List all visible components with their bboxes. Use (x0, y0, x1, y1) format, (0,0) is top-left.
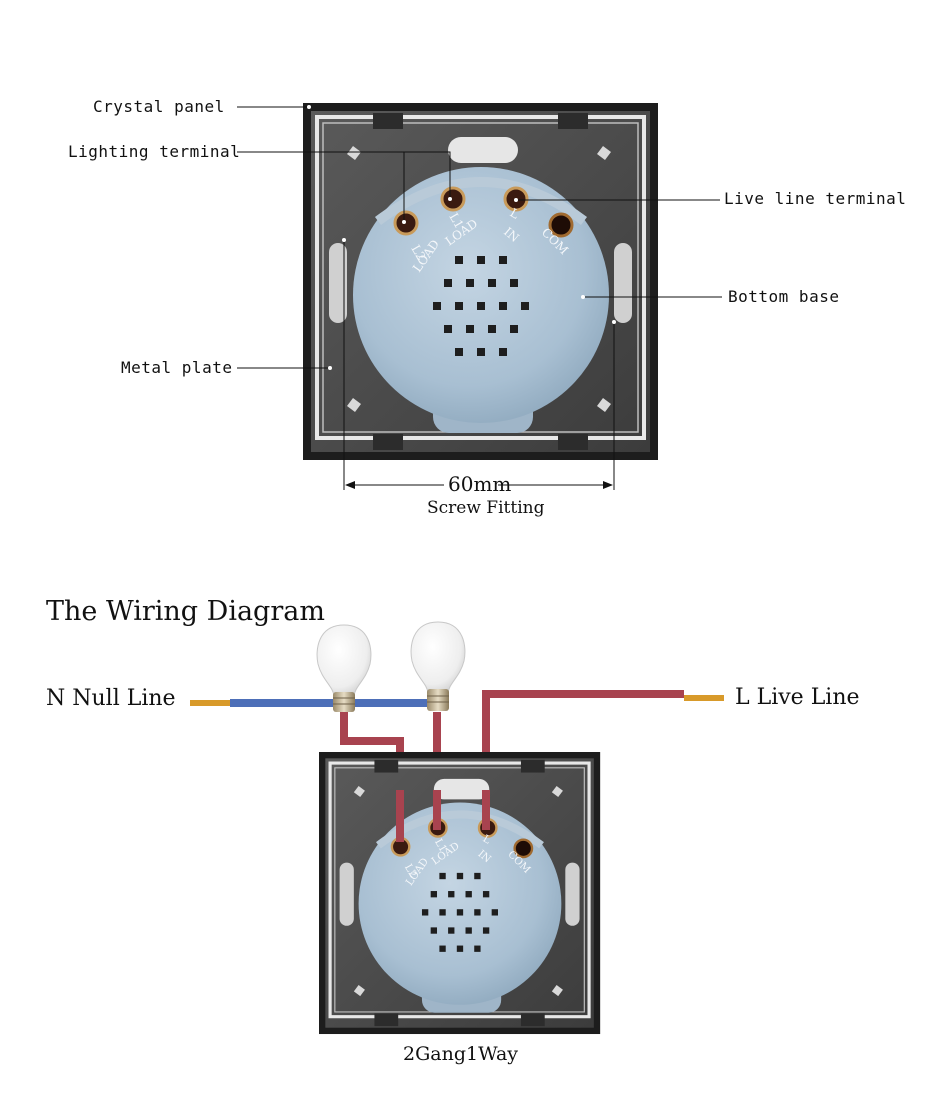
term-label-l1: L1 (446, 211, 466, 232)
wiring-caption: 2Gang1Way (403, 1043, 519, 1065)
callout-crystal-panel: Crystal panel (93, 97, 225, 116)
live-line-label: L Live Line (735, 685, 860, 710)
bulb-2 (410, 621, 466, 711)
switch-wiring-view: L2 LOAD L1 LOAD L IN COM (319, 752, 600, 1034)
neutral-wire (190, 699, 435, 707)
callout-bottom-base: Bottom base (728, 287, 840, 306)
wire-ends (396, 790, 490, 842)
bulb-1 (316, 624, 372, 712)
dimension-value: 60mm (448, 472, 512, 496)
callout-lighting-terminal: Lighting terminal (68, 142, 241, 161)
term-label-l2: L2 (408, 243, 428, 264)
live-wire-tip (684, 695, 724, 701)
wiring-term-label-l1: L1 (432, 837, 449, 855)
dimension-arrows (345, 481, 613, 489)
wiring-title: The Wiring Diagram (46, 596, 325, 627)
null-line-label: N Null Line (46, 686, 176, 711)
dimension-caption: Screw Fitting (427, 498, 545, 518)
callout-leaders (237, 105, 722, 490)
callout-live-line-terminal: Live line terminal (724, 189, 907, 208)
switch-back-view: L2 LOAD L1 LOAD L IN COM (303, 103, 658, 460)
wiring-term-label-l2: L2 (402, 862, 419, 880)
callout-metal-plate: Metal plate (121, 358, 233, 377)
